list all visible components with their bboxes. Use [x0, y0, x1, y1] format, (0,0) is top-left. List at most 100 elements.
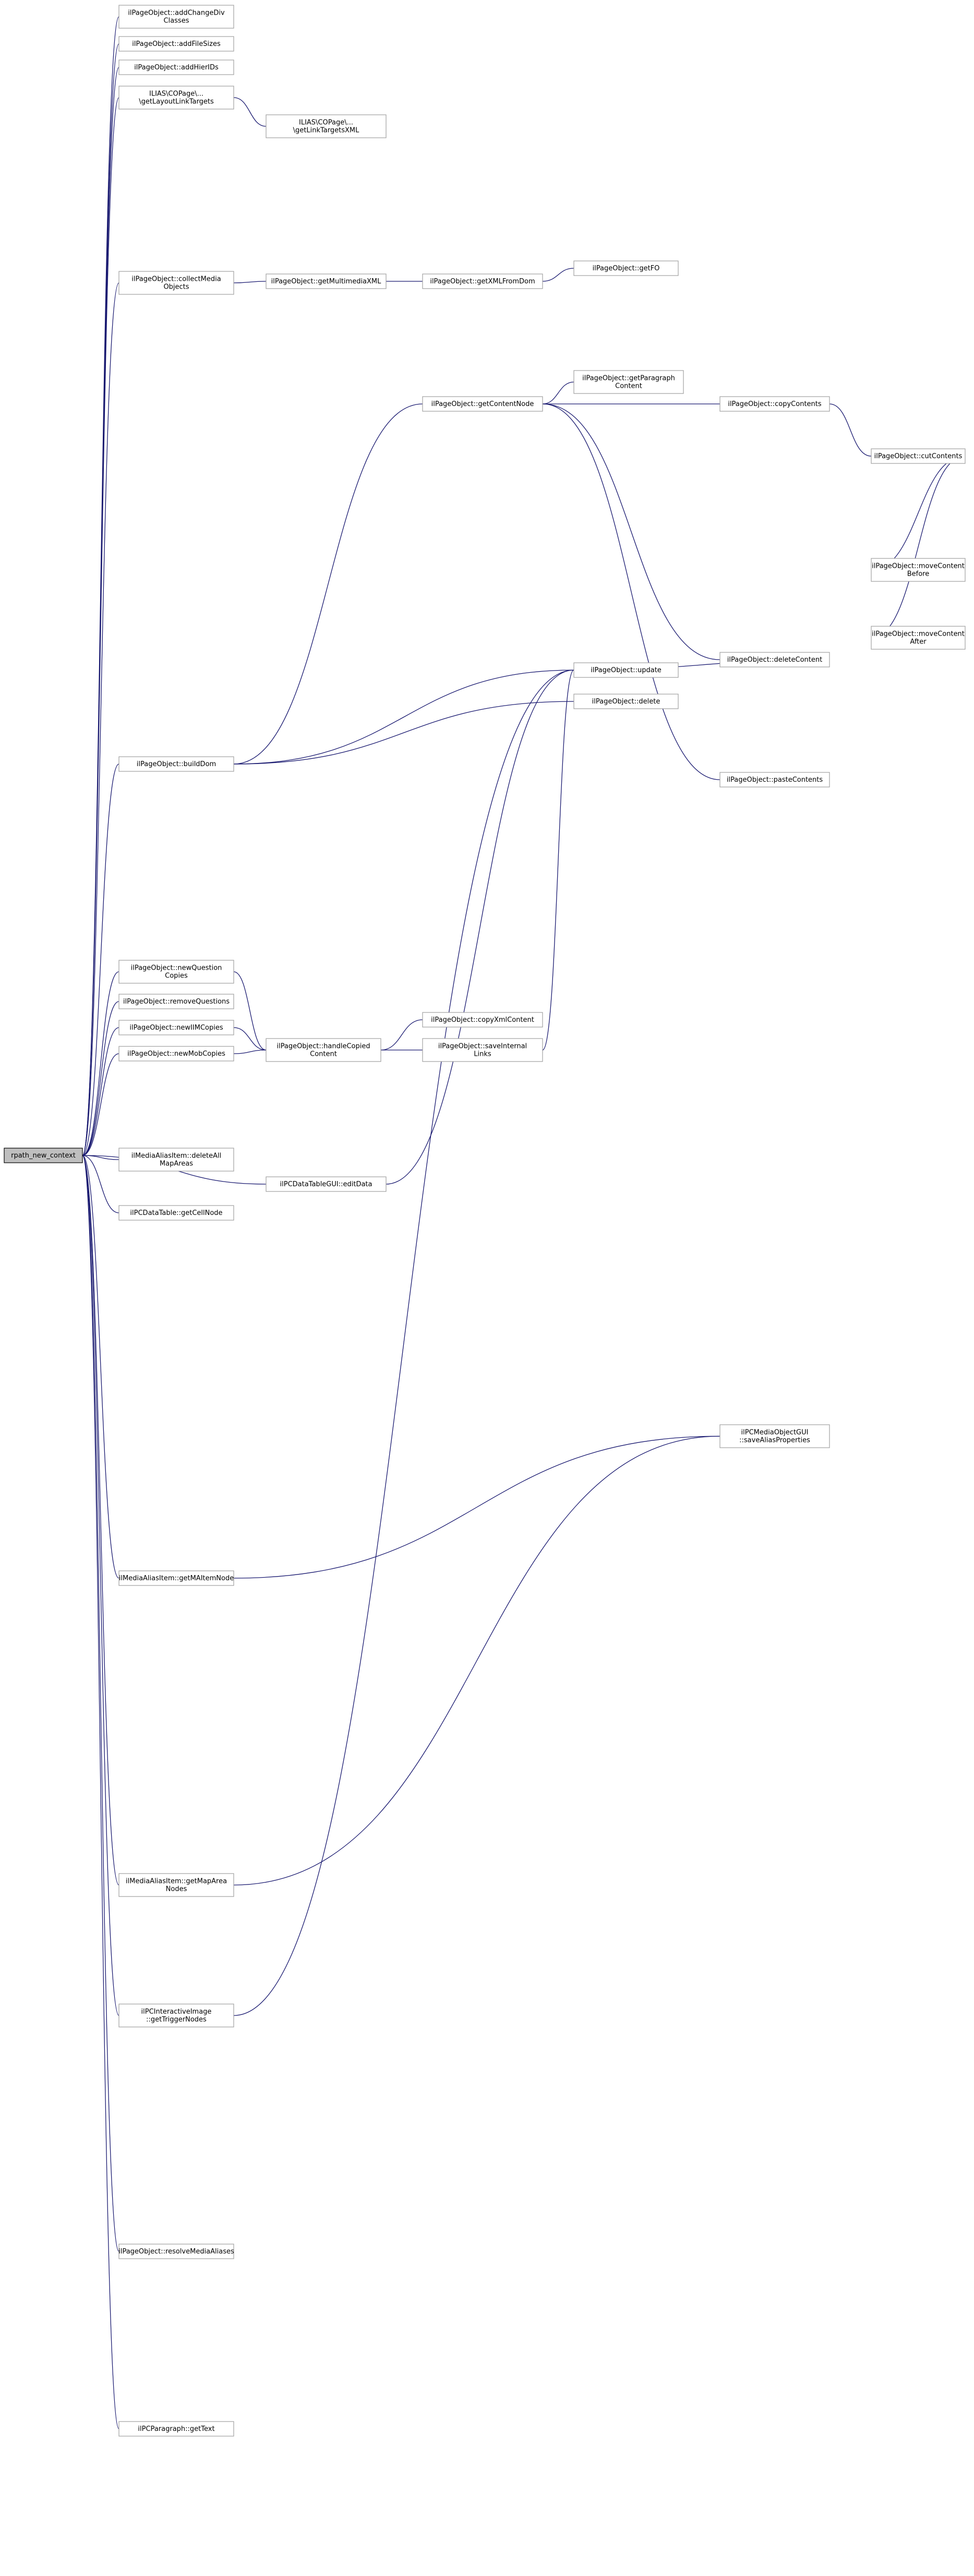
graph-node-n29[interactable]: ilPCDataTableGUI::editData: [266, 1176, 387, 1192]
node-box: [871, 558, 966, 582]
graph-edge: [542, 268, 574, 282]
node-label: ilPageObject::copyXmlContent: [431, 1016, 534, 1024]
node-box: [118, 59, 234, 75]
node-label: \getLayoutLinkTargets: [139, 98, 214, 106]
node-label: ilPageObject::delete: [592, 698, 660, 706]
node-box: [422, 1038, 543, 1062]
graph-node-n25[interactable]: ilPageObject::newIIMCopies: [118, 1020, 234, 1035]
node-box: [266, 114, 387, 138]
graph-node-n33[interactable]: ilPCInteractiveImage::getTriggerNodes: [118, 2003, 234, 2028]
graph-node-n19[interactable]: ilPageObject::deleteContent: [719, 652, 830, 667]
node-label: ilPageObject::resolveMediaAliases: [118, 2248, 234, 2256]
graph-node-n30[interactable]: ilPCDataTable::getCellNode: [118, 1205, 234, 1221]
graph-node-n4[interactable]: ILIAS\COPage\...\getLayoutLinkTargets: [118, 86, 234, 110]
node-box: [4, 1148, 83, 1163]
graph-edge: [233, 971, 267, 1051]
node-label: rpath_new_context: [11, 1152, 76, 1160]
graph-edge: [871, 456, 966, 638]
graph-node-n16[interactable]: ilPageObject::cutContents: [871, 448, 966, 464]
node-label: ilPageObject::getFO: [593, 265, 660, 272]
graph-edge: [542, 670, 574, 1051]
graph-node-n24[interactable]: ilPageObject::removeQuestions: [118, 994, 234, 1009]
graph-node-n26[interactable]: ilPageObject::newMobCopies: [118, 1046, 234, 1062]
node-label: Nodes: [166, 1886, 187, 1893]
graph-edge: [82, 1155, 119, 2016]
graph-edge: [82, 1155, 119, 2252]
graph-node-n11[interactable]: ilPageObject::update: [573, 662, 679, 678]
graph-edge: [233, 97, 267, 127]
node-label: ilPageObject::moveContent: [872, 630, 965, 638]
node-box: [266, 1038, 381, 1062]
graph-edge: [233, 1027, 267, 1051]
node-label: ilPageObject::newQuestion: [131, 964, 222, 972]
node-box: [118, 1873, 234, 1897]
node-label: ilPageObject::addFileSizes: [132, 40, 221, 48]
graph-node-n10[interactable]: ilPageObject::getFO: [573, 260, 679, 276]
node-label: Objects: [163, 283, 189, 291]
node-label: ILIAS\COPage\...: [149, 90, 203, 98]
graph-edge: [380, 1019, 423, 1051]
node-box: [266, 1176, 387, 1192]
node-label: ILIAS\COPage\...: [299, 119, 353, 127]
graph-node-n7[interactable]: ilPageObject::getMultimediaXML: [266, 273, 387, 289]
graph-edge: [233, 701, 574, 765]
graph-edge: [233, 403, 423, 765]
node-box: [719, 652, 830, 667]
graph-edge: [82, 1155, 119, 1213]
node-box: [573, 260, 679, 276]
node-box: [422, 273, 543, 289]
node-label: ilMediaAliasItem::getMAItemNode: [119, 1575, 234, 1582]
node-label: ilPCDataTableGUI::editData: [280, 1180, 372, 1188]
node-label: ilPageObject::saveInternal: [438, 1043, 527, 1051]
graph-node-n22[interactable]: ilPageObject::copyXmlContent: [422, 1012, 543, 1028]
graph-node-n20[interactable]: ilPageObject::pasteContents: [719, 772, 830, 788]
graph-node-n15[interactable]: ilPageObject::copyContents: [719, 396, 830, 412]
graph-edge: [233, 1436, 720, 1886]
graph-node-n2[interactable]: ilPageObject::addFileSizes: [118, 36, 234, 52]
node-label: Copies: [165, 972, 188, 980]
graph-node-root[interactable]: rpath_new_context: [4, 1148, 83, 1163]
node-box: [719, 772, 830, 788]
node-box: [118, 271, 234, 295]
node-box: [719, 396, 830, 412]
node-box: [573, 370, 684, 394]
node-box: [118, 5, 234, 29]
node-label: ilPageObject::deleteContent: [727, 656, 822, 664]
node-label: MapAreas: [160, 1160, 193, 1168]
graph-node-n31[interactable]: ilMediaAliasItem::getMAItemNode: [118, 1570, 234, 1586]
node-label: ilPageObject::getParagraph: [582, 375, 675, 383]
nodes-layer: rpath_new_context ilPageObject::addChange…: [4, 5, 966, 2437]
graph-node-n12[interactable]: ilPageObject::delete: [573, 694, 679, 709]
graph-node-n35[interactable]: ilPageObject::resolveMediaAliases: [118, 2244, 234, 2259]
node-box: [118, 2421, 234, 2437]
graph-node-n36[interactable]: ilPCParagraph::getText: [118, 2421, 234, 2437]
node-label: ilPageObject::update: [591, 666, 662, 674]
node-label: ilPageObject::getXMLFromDom: [430, 278, 535, 285]
node-label: ilPageObject::newIIMCopies: [129, 1024, 223, 1032]
graph-edge: [82, 1053, 119, 1156]
graph-node-n13[interactable]: ilPageObject::getContentNode: [422, 396, 543, 412]
node-box: [573, 662, 679, 678]
graph-node-n3[interactable]: ilPageObject::addHierIDs: [118, 59, 234, 75]
graph-node-n34[interactable]: ilPCMediaObjectGUI::saveAliasProperties: [719, 1424, 830, 1448]
graph-node-n6[interactable]: ilPageObject::buildDom: [118, 756, 234, 772]
graph-edge: [542, 381, 574, 404]
graph-edge: [542, 403, 720, 660]
graph-node-n8[interactable]: ilPageObject::getXMLFromDom: [422, 273, 543, 289]
graph-node-n9[interactable]: ILIAS\COPage\...\getLinkTargetsXML: [266, 114, 387, 138]
node-box: [118, 994, 234, 1009]
node-label: ilMediaAliasItem::getMapArea: [126, 1878, 227, 1886]
graph-edge: [829, 403, 872, 457]
node-label: ilPageObject::pasteContents: [727, 776, 823, 784]
node-label: After: [910, 638, 927, 646]
